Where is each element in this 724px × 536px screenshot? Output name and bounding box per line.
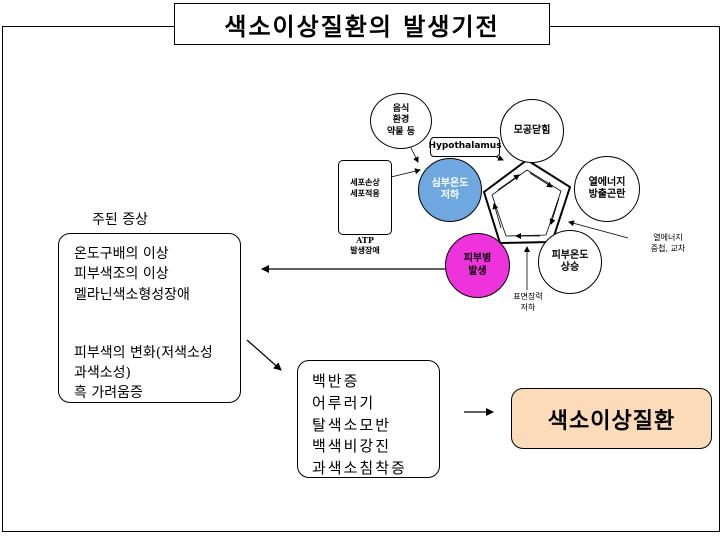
symptom-line: 멜라닌색소형성장애 <box>74 286 190 303</box>
symptoms-heading: 주된 증상 <box>92 212 148 228</box>
cell-atp-box: 세포손상 세포적응 ATP 발생장애 <box>338 160 392 255</box>
arrow-cell-to-core <box>386 168 421 179</box>
cycle-arrow-5 <box>497 174 520 191</box>
cycle-arrow-2 <box>549 197 560 225</box>
surface-tension-note: 표면장력 저하 <box>513 292 543 312</box>
skin-lesion-circle: 피부병 발생 <box>445 233 510 298</box>
symptom-line: 과색소성) <box>74 365 131 382</box>
cycle-arrow-4 <box>492 203 502 229</box>
symptoms-box: 온도구배의 이상 피부색조의 이상 멜라닌색소형성장애 피부색의 변화(저색소성… <box>58 233 241 403</box>
cycle-pentagon-outer <box>482 158 572 245</box>
heat-release-circle: 열에너지 방출곤란 <box>574 156 640 222</box>
pore-closure-circle: 모공닫힘 <box>500 99 564 163</box>
symptom-line: 피부색조의 이상 <box>74 266 169 283</box>
disease-item: 백반증 <box>312 372 360 390</box>
diseases-box: 백반증 어루러기 탈색소모반 백색비강진 과색소침착증 <box>297 360 440 478</box>
arrow-accumulation-in <box>568 220 629 239</box>
arrow-symptoms-to-diseases <box>246 339 282 371</box>
final-result-box: 색소이상질환 <box>511 388 712 449</box>
symptom-line: 흑 가려움증 <box>74 385 143 402</box>
disease-item: 백색비강진 <box>312 437 392 456</box>
food-env-drug-circle: 음식 환경 약물 등 <box>370 93 432 149</box>
disease-item: 어루러기 <box>312 393 376 412</box>
core-temp-drop-circle: 심부온도 저하 <box>418 158 482 222</box>
cell-damage-label: 세포손상 세포적응 <box>350 177 380 198</box>
symptom-line: 온도구배의 이상 <box>74 246 169 262</box>
heat-accumulation-note: 열에너지 중첩, 교차 <box>650 233 686 253</box>
disease-item: 과색소침착증 <box>312 459 407 477</box>
page-title: 색소이상질환의 발생기전 <box>174 3 550 45</box>
symptom-line: 피부색의 변화(저색소성 <box>74 344 213 361</box>
atp-label: ATP 발생장애 <box>350 234 380 256</box>
cycle-arrow-1 <box>529 172 553 188</box>
hypothalamus-box: Hypothalamus <box>428 137 502 157</box>
cycle-pentagon-inner <box>491 169 562 237</box>
disease-item: 탈색소모반 <box>312 415 392 434</box>
skin-temp-rise-circle: 피부온도 상승 <box>538 230 602 294</box>
